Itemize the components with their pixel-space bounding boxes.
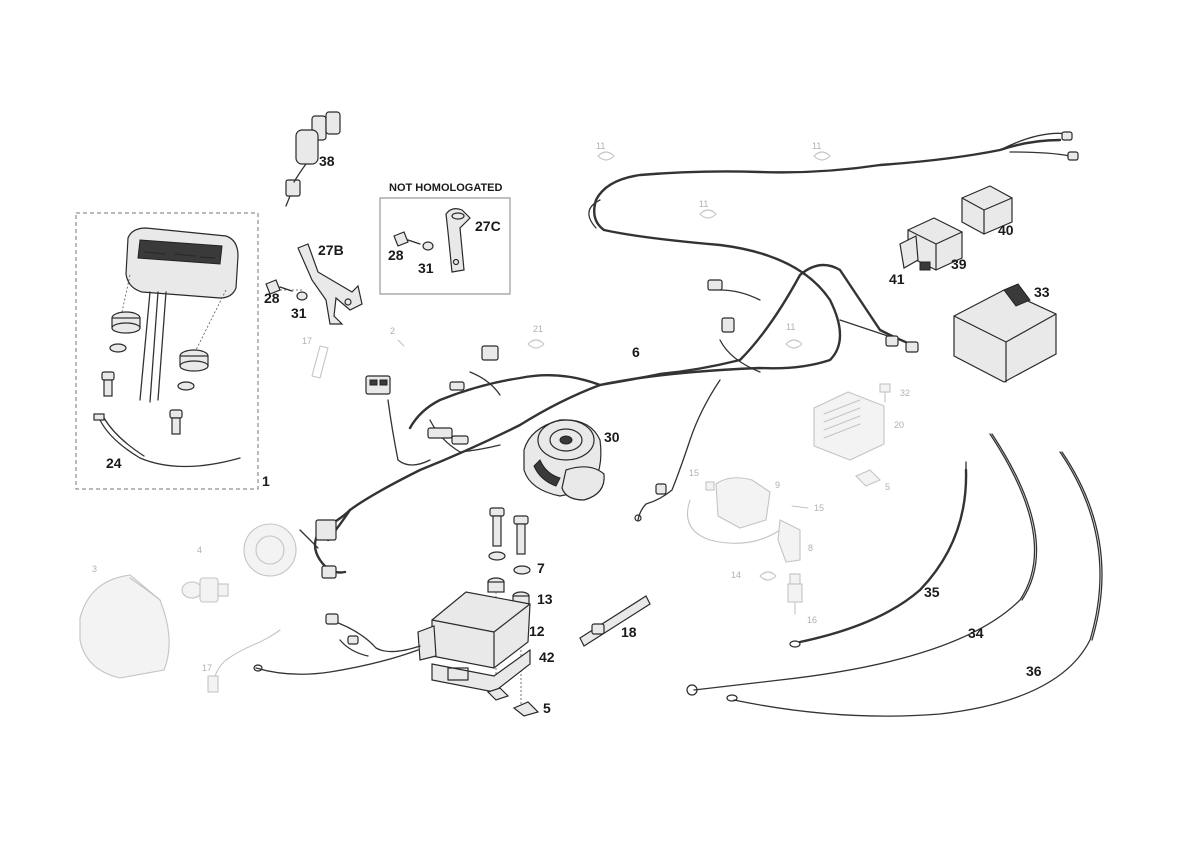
faded-label-17-b: 17 <box>302 336 312 346</box>
rubber-grommets <box>109 311 209 391</box>
label-30: 30 <box>604 429 620 445</box>
bolt-28-left <box>265 279 293 295</box>
label-40: 40 <box>998 222 1014 238</box>
faded-spark-plug-16 <box>787 573 803 615</box>
faded-clip-5 <box>855 469 881 487</box>
faded-item-17-top <box>311 345 329 379</box>
label-35: 35 <box>924 584 940 600</box>
faded-clip-14 <box>759 571 777 581</box>
ecu-cable <box>253 613 421 675</box>
cable-36 <box>726 451 1103 717</box>
faded-label-9: 9 <box>775 480 780 490</box>
faded-label-16: 16 <box>807 615 817 625</box>
cable-strap-18 <box>579 595 651 647</box>
label-42: 42 <box>539 649 555 665</box>
label-36: 36 <box>1026 663 1042 679</box>
label-24: 24 <box>106 455 122 471</box>
faded-label-4: 4 <box>197 545 202 555</box>
clips-5 <box>486 687 540 717</box>
faded-coil-9 <box>686 477 801 563</box>
cable-34 <box>686 433 1038 696</box>
label-31-left: 31 <box>291 305 307 321</box>
label-28-right: 28 <box>388 247 404 263</box>
bracket-27B <box>276 243 363 325</box>
faded-item-2 <box>397 339 405 347</box>
faded-label-14: 14 <box>731 570 741 580</box>
bolt-28-right <box>393 231 421 247</box>
label-13: 13 <box>537 591 553 607</box>
dashboard-group-box <box>75 212 259 490</box>
label-18: 18 <box>621 624 637 640</box>
battery-33 <box>953 283 1057 383</box>
label-27C: 27C <box>475 218 501 234</box>
faded-label-5: 5 <box>885 482 890 492</box>
faded-label-11-b: 11 <box>812 141 821 151</box>
faded-label-8: 8 <box>808 543 813 553</box>
label-31-right: 31 <box>418 260 434 276</box>
label-5: 5 <box>543 700 551 716</box>
mounting-screws <box>101 371 183 435</box>
label-1: 1 <box>262 473 270 489</box>
faded-label-11-a: 11 <box>596 141 605 151</box>
label-34: 34 <box>968 625 984 641</box>
wiring-harness-6 <box>299 131 1079 579</box>
faded-label-21: 21 <box>533 324 543 334</box>
label-28-left: 28 <box>264 290 280 306</box>
washer-31-right <box>422 241 434 251</box>
faded-bulb-4 <box>181 577 229 603</box>
bracket-27C <box>445 208 471 273</box>
faded-clips-11 <box>597 151 831 349</box>
label-38: 38 <box>319 153 335 169</box>
faded-label-32: 32 <box>900 388 910 398</box>
relay-holder-41 <box>899 235 919 269</box>
instrument-panel <box>121 227 239 403</box>
label-41: 41 <box>889 271 905 287</box>
relay-40 <box>961 185 1013 235</box>
faded-headlight-3 <box>79 574 170 679</box>
cable-35 <box>789 461 968 648</box>
faded-label-3: 3 <box>92 564 97 574</box>
faded-regulator-20 <box>813 391 885 461</box>
faded-clip-21 <box>527 339 545 349</box>
faded-label-15-a: 15 <box>689 468 699 478</box>
faded-sensor-17 <box>207 629 281 693</box>
faded-bolts-15 <box>705 481 809 509</box>
bolts-7 <box>488 507 531 575</box>
label-27B: 27B <box>318 242 344 258</box>
not-homologated-box <box>379 197 511 295</box>
handlebar-switch-30 <box>523 419 605 501</box>
dashboard-cable-24 <box>93 413 241 468</box>
not-homologated-note: NOT HOMOLOGATED <box>389 182 503 194</box>
faded-label-17-a: 17 <box>202 663 212 673</box>
relay-39 <box>907 217 963 271</box>
label-7: 7 <box>537 560 545 576</box>
faded-label-2: 2 <box>390 326 395 336</box>
faded-label-11-c: 11 <box>699 199 708 209</box>
faded-ring <box>243 523 297 577</box>
faded-label-15-b: 15 <box>814 503 824 513</box>
label-12: 12 <box>529 623 545 639</box>
faded-label-20: 20 <box>894 420 904 430</box>
faded-label-11-d: 11 <box>786 322 795 332</box>
label-39: 39 <box>951 256 967 272</box>
switch-38 <box>285 111 341 207</box>
faded-bolt-32 <box>879 383 891 403</box>
bracket-42 <box>431 648 531 693</box>
label-6: 6 <box>632 344 640 360</box>
label-33: 33 <box>1034 284 1050 300</box>
control-unit-12 <box>417 591 531 669</box>
washer-31-left <box>296 291 308 301</box>
